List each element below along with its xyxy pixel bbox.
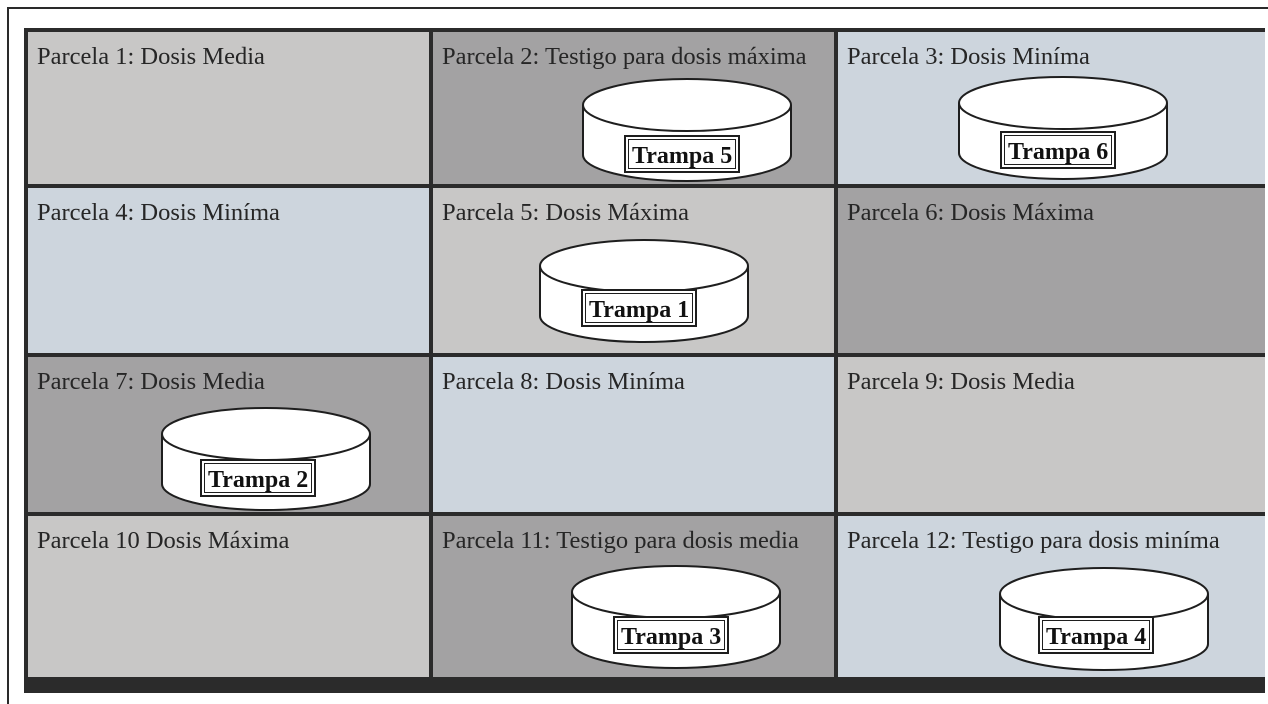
trap-1: Trampa 1 [538, 238, 750, 350]
plot-3: Parcela 3: Dosis Miníma Trampa 6 [838, 32, 1265, 184]
plot-label: Parcela 9: Dosis Media [847, 368, 1075, 395]
plot-10: Parcela 10 Dosis Máxima [28, 516, 429, 677]
plot-12: Parcela 12: Testigo para dosis miníma Tr… [838, 516, 1265, 677]
trap-label: Trampa 4 [1038, 616, 1155, 654]
plot-label: Parcela 1: Dosis Media [37, 43, 265, 70]
plot-2: Parcela 2: Testigo para dosis máxima Tra… [433, 32, 834, 184]
plot-9: Parcela 9: Dosis Media [838, 357, 1265, 512]
trap-label: Trampa 2 [200, 459, 317, 497]
plot-5: Parcela 5: Dosis Máxima Trampa 1 [433, 188, 834, 353]
plot-label: Parcela 4: Dosis Miníma [37, 199, 280, 226]
trap-5: Trampa 5 [581, 77, 793, 184]
plot-6: Parcela 6: Dosis Máxima [838, 188, 1265, 353]
plot-label: Parcela 5: Dosis Máxima [442, 199, 689, 226]
plot-label: Parcela 2: Testigo para dosis máxima [442, 43, 807, 70]
trap-6: Trampa 6 [957, 75, 1169, 184]
plot-label: Parcela 8: Dosis Miníma [442, 368, 685, 395]
trap-3: Trampa 3 [570, 564, 782, 676]
outer-frame [7, 7, 1268, 704]
plot-grid: Parcela 1: Dosis Media Parcela 2: Testig… [24, 28, 1265, 693]
plot-label: Parcela 6: Dosis Máxima [847, 199, 1094, 226]
plot-1: Parcela 1: Dosis Media [28, 32, 429, 184]
plot-label: Parcela 12: Testigo para dosis miníma [847, 527, 1220, 554]
plot-label: Parcela 11: Testigo para dosis media [442, 527, 799, 554]
plot-4: Parcela 4: Dosis Miníma [28, 188, 429, 353]
plot-8: Parcela 8: Dosis Miníma [433, 357, 834, 512]
plot-label: Parcela 10 Dosis Máxima [37, 527, 290, 554]
trap-label: Trampa 1 [581, 289, 698, 327]
trap-2: Trampa 2 [160, 406, 372, 512]
plot-label: Parcela 3: Dosis Miníma [847, 43, 1090, 70]
trap-label: Trampa 5 [624, 135, 741, 173]
trap-4: Trampa 4 [998, 566, 1210, 677]
plot-label: Parcela 7: Dosis Media [37, 368, 265, 395]
plot-11: Parcela 11: Testigo para dosis media Tra… [433, 516, 834, 677]
trap-label: Trampa 6 [1000, 131, 1117, 169]
trap-label: Trampa 3 [613, 616, 730, 654]
plot-7: Parcela 7: Dosis Media Trampa 2 [28, 357, 429, 512]
